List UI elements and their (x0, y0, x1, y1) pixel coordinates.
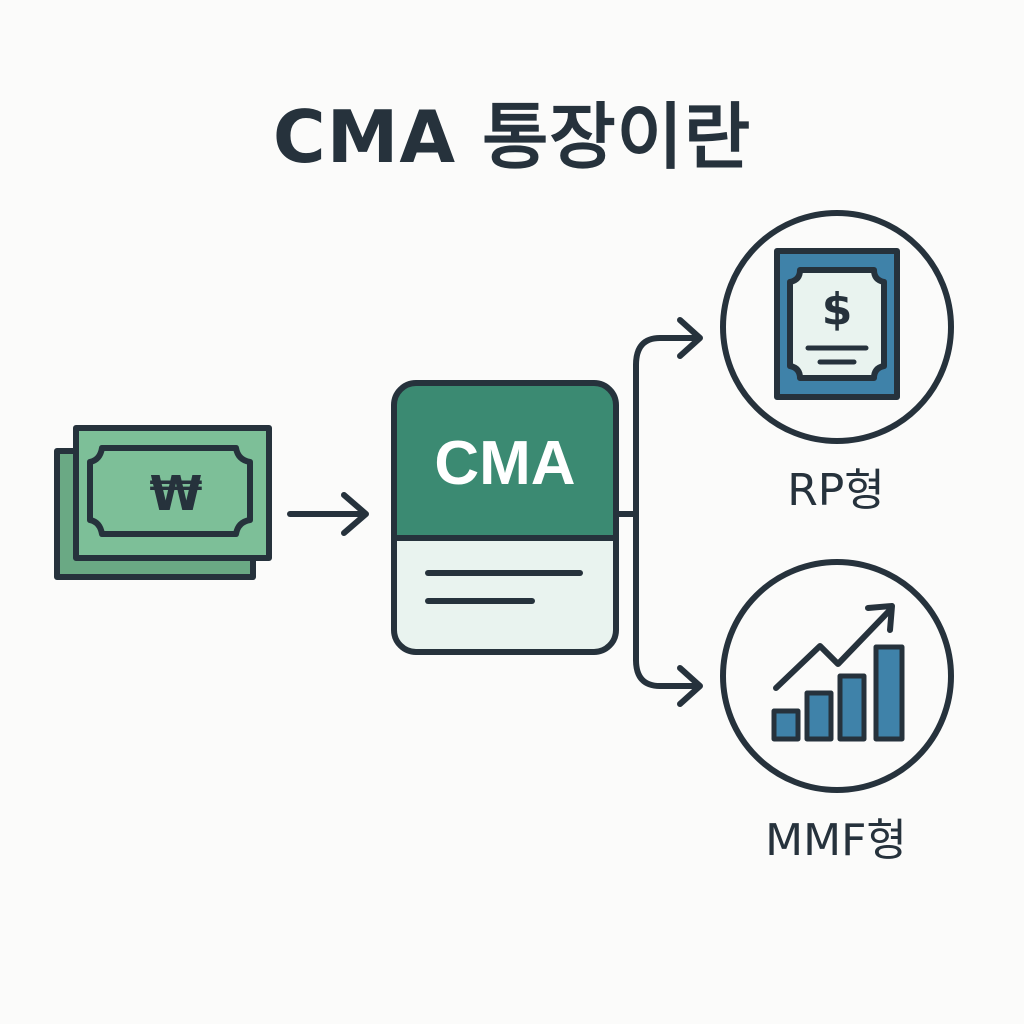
mmf-label: MMF형 (765, 815, 907, 866)
rp-label: RP형 (787, 465, 885, 516)
arrow-to-cma (287, 492, 369, 536)
cma-account-card: CMA (391, 380, 619, 655)
cma-card-label: CMA (434, 429, 575, 498)
mmf-option (720, 559, 954, 793)
page-title: CMA 통장이란 (272, 95, 752, 179)
dollar-sign: $ (822, 284, 853, 335)
won-symbol: ₩ (150, 466, 203, 522)
growth-bar-chart-icon (771, 603, 905, 742)
dollar-certificate-icon: $ (774, 248, 900, 400)
rp-option: $ (720, 210, 954, 444)
branch-connector (615, 317, 703, 707)
won-banknote-icon: ₩ (54, 425, 272, 580)
